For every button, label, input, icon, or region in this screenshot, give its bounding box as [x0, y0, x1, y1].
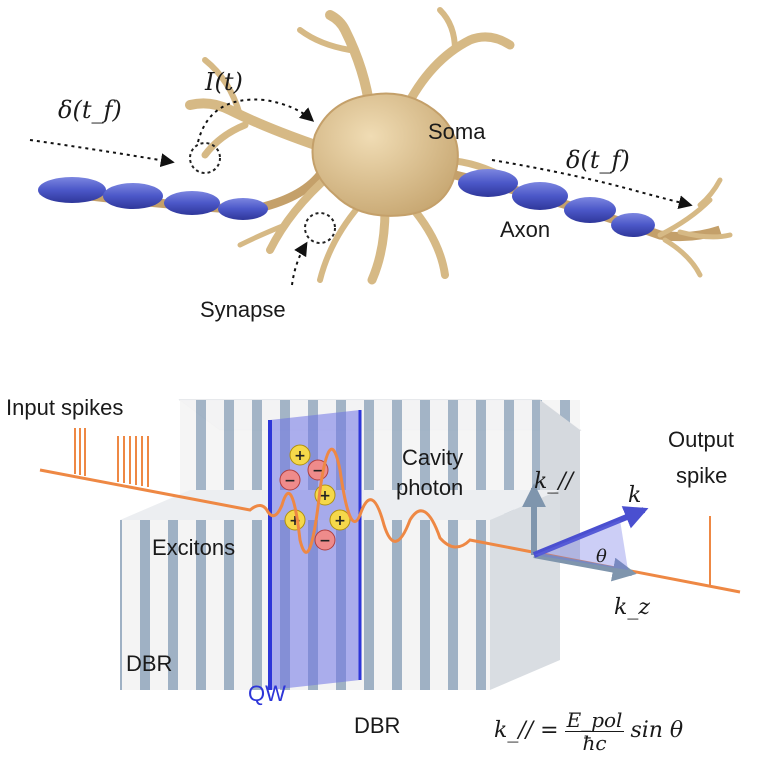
input-signal-label: δ(t_f) — [58, 96, 122, 124]
axon-terminals — [657, 177, 733, 278]
excitons: + − + − + + − — [279, 444, 351, 551]
input-spikes — [74, 428, 149, 487]
excitons-label: Excitons — [152, 535, 236, 560]
soma-label: Soma — [428, 119, 486, 144]
cavity-photon-label-line1: Cavity — [402, 445, 464, 470]
input-spikes-label: Input spikes — [6, 395, 124, 420]
current-arrow — [197, 98, 315, 143]
svg-text:+: + — [319, 488, 331, 504]
k-parallel-label: k_// — [534, 469, 574, 494]
theta-wedge — [534, 520, 628, 570]
synapse-circle-upper — [189, 142, 221, 174]
svg-text:+: + — [289, 513, 301, 529]
quantum-well — [270, 410, 360, 690]
synapse-arrow — [291, 241, 308, 286]
k-arrow — [532, 506, 649, 558]
synapse-label: Synapse — [200, 297, 286, 322]
current-label: I(t) — [205, 68, 243, 96]
output-signal-label: δ(t_f) — [566, 146, 630, 174]
input-myelin — [38, 177, 268, 220]
neuron — [29, 7, 733, 286]
dbr-left-label: DBR — [126, 651, 173, 676]
output-spike-label-line2: spike — [676, 463, 728, 488]
front-dbr-side — [490, 490, 560, 690]
k-z-label: k_z — [614, 595, 650, 620]
theta-label: θ — [596, 546, 607, 567]
cavity-photon-label-line2: photon — [396, 475, 464, 500]
equation-lhs: k_// = — [494, 718, 559, 743]
equation-rhs: sin θ — [630, 718, 684, 743]
k-z-arrow — [533, 552, 637, 582]
qw-label: QW — [248, 681, 286, 706]
svg-text:−: − — [319, 533, 331, 549]
light-beam — [39, 447, 741, 594]
output-myelin — [458, 169, 655, 237]
svg-text:−: − — [284, 473, 296, 489]
equation-denominator: ħc — [582, 730, 607, 755]
equation-numerator: E_pol — [564, 707, 625, 732]
synapse-circle-lower — [304, 212, 336, 244]
soma-body — [311, 92, 459, 217]
k-label: k — [628, 483, 642, 508]
svg-text:+: + — [294, 448, 306, 464]
svg-text:−: − — [312, 463, 324, 479]
output-spike-label-line1: Output — [668, 427, 735, 452]
axon-label: Axon — [500, 217, 551, 242]
dbr-right-label: DBR — [354, 713, 401, 738]
microcavity-device: + − + − + + − — [39, 399, 741, 690]
input-signal-arrow — [29, 139, 175, 168]
svg-text:+: + — [334, 513, 346, 529]
